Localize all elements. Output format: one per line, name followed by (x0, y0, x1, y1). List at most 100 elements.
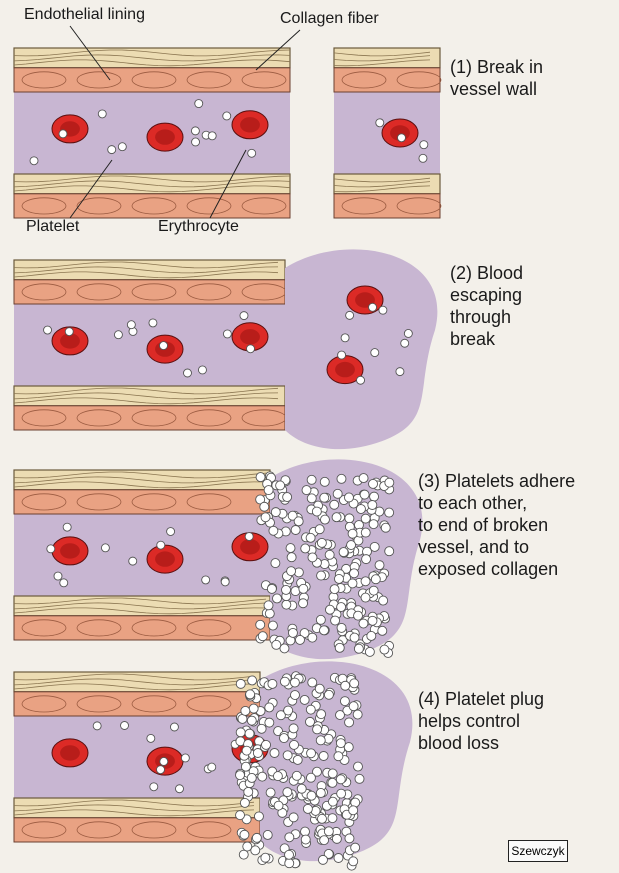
platelet (333, 489, 342, 498)
platelet (317, 814, 326, 823)
platelet (54, 572, 62, 580)
platelet (299, 599, 308, 608)
platelet (335, 643, 344, 652)
platelet (316, 736, 325, 745)
panel-2 (14, 249, 437, 449)
platelet (325, 550, 334, 559)
platelet (371, 349, 379, 357)
platelet (353, 762, 362, 771)
panel-3 (14, 459, 422, 659)
platelet (114, 331, 122, 339)
endothelium-layer (14, 68, 290, 92)
platelet (291, 526, 300, 535)
platelet (272, 594, 281, 603)
platelet (320, 515, 329, 524)
platelet (420, 141, 428, 149)
platelet (263, 830, 272, 839)
platelet (93, 722, 101, 730)
platelet (348, 529, 357, 538)
platelet (332, 834, 341, 843)
platelet (350, 569, 359, 578)
platelet (337, 603, 346, 612)
platelet (246, 690, 255, 699)
erythrocyte-center (240, 329, 260, 344)
platelet (202, 576, 210, 584)
platelet (271, 559, 280, 568)
platelet (286, 544, 295, 553)
platelet (149, 319, 157, 327)
platelet (376, 119, 384, 127)
platelet (337, 474, 346, 483)
platelet (294, 517, 303, 526)
platelet (260, 502, 269, 511)
platelet (243, 842, 252, 851)
platelet (98, 110, 106, 118)
platelet (60, 579, 68, 587)
platelet (307, 791, 316, 800)
platelet (315, 684, 324, 693)
platelet (365, 647, 374, 656)
platelet (183, 369, 191, 377)
platelet (271, 508, 280, 517)
label-endothelial-lining: Endothelial lining (24, 6, 145, 24)
platelet (272, 640, 281, 649)
platelet (290, 678, 299, 687)
platelet (301, 544, 310, 553)
platelet (349, 857, 358, 866)
platelet (223, 330, 231, 338)
platelet (257, 724, 266, 733)
platelet (328, 769, 337, 778)
platelet (239, 850, 248, 859)
platelet (330, 585, 339, 594)
erythrocyte-center (240, 539, 260, 554)
platelet (307, 475, 316, 484)
platelet (269, 526, 278, 535)
platelet (347, 541, 356, 550)
platelet (320, 626, 329, 635)
label-erythrocyte: Erythrocyte (158, 218, 239, 236)
platelet (208, 763, 216, 771)
platelet (262, 740, 271, 749)
platelet (293, 755, 302, 764)
platelet (385, 547, 394, 556)
platelet (254, 812, 263, 821)
platelet (273, 772, 282, 781)
platelet (208, 132, 216, 140)
platelet (324, 690, 333, 699)
platelet (192, 138, 200, 146)
platelet (147, 734, 155, 742)
platelet (398, 134, 406, 142)
platelet (332, 513, 341, 522)
platelet (346, 311, 354, 319)
platelet (344, 493, 353, 502)
platelet (223, 112, 231, 120)
platelet (292, 771, 301, 780)
platelet (248, 149, 256, 157)
platelet (356, 505, 365, 514)
platelet (320, 836, 329, 845)
platelet (317, 571, 326, 580)
platelet (261, 853, 270, 862)
panel-1 (14, 48, 441, 218)
platelet (289, 724, 298, 733)
platelet (268, 621, 277, 630)
platelet (244, 787, 253, 796)
platelet (247, 716, 256, 725)
platelet (341, 334, 349, 342)
platelet (371, 575, 380, 584)
platelet (378, 626, 387, 635)
platelet (312, 507, 321, 516)
platelet (334, 752, 343, 761)
platelet (248, 676, 257, 685)
platelet (334, 574, 343, 583)
erythrocyte-center (335, 362, 355, 377)
platelet (265, 609, 274, 618)
platelet (245, 729, 254, 738)
platelet (396, 368, 404, 376)
platelet (295, 635, 304, 644)
erythrocyte-center (60, 745, 80, 760)
platelet (341, 681, 350, 690)
platelet (270, 749, 279, 758)
platelet (348, 579, 357, 588)
platelet (354, 644, 363, 653)
